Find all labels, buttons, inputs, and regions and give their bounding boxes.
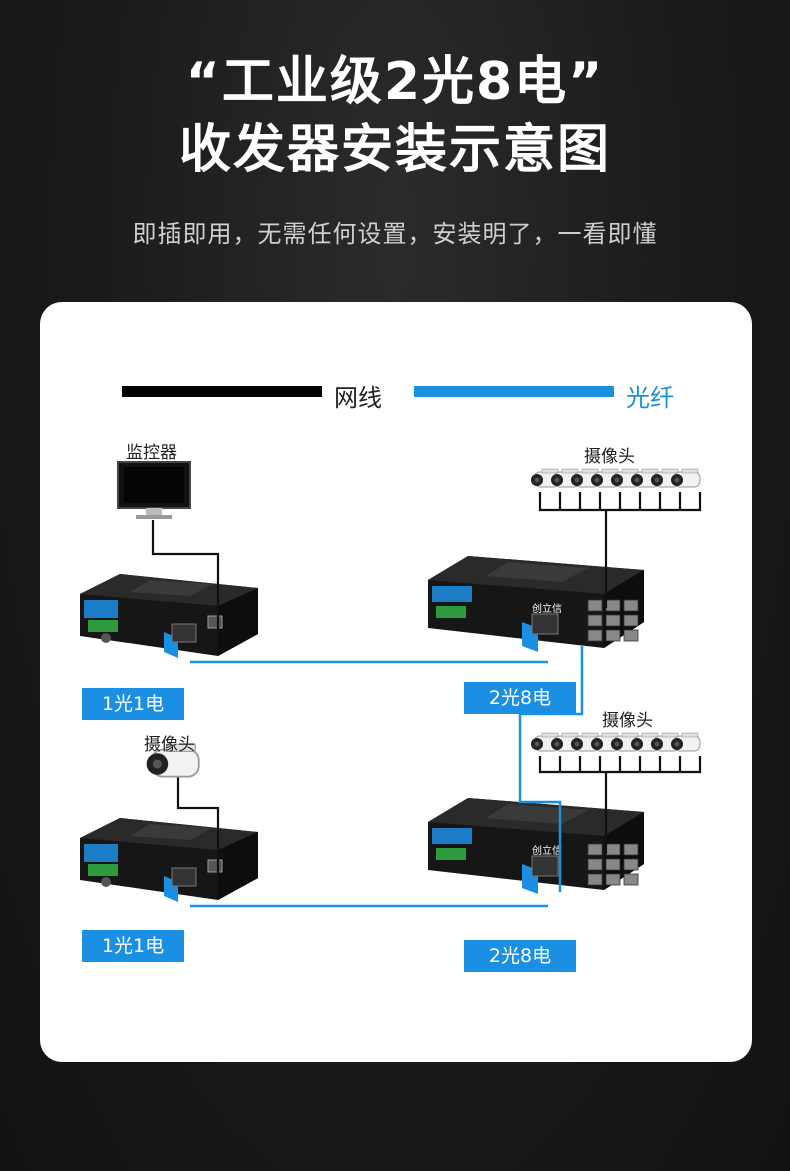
device-label-top-left: 1光1电 [82,688,184,720]
device-label-bottom-right: 2光8电 [464,940,576,972]
title-line-2: 收发器安装示意图 [178,120,611,180]
diagram-svg: 创立信 [79,386,702,908]
monitor-label: 监控器 [126,443,177,463]
legend-wire-label: 网线 [334,384,382,412]
device-label-top-right: 2光8电 [464,682,576,714]
monitor-icon [117,461,191,519]
title-line-1: “工业级2光8电” [185,52,605,112]
device-label-bottom-left: 1光1电 [82,930,184,962]
camera-label-left: 摄像头 [144,735,195,755]
camera-label-middle: 摄像头 [602,711,653,731]
camera-label-top: 摄像头 [584,447,635,467]
legend-wire-line [122,386,322,397]
network-cables [151,492,702,880]
diagram-panel: 创立信 [40,302,752,1062]
legend-fiber-label: 光纤 [626,384,674,412]
legend-fiber-line [414,386,614,397]
subtitle: 即插即用，无需任何设置，安装明了，一看即懂 [132,220,658,248]
fiber-cables [190,646,584,908]
